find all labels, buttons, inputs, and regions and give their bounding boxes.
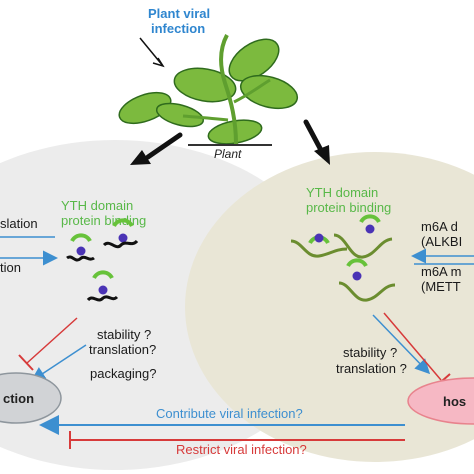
plant-label: Plant xyxy=(214,147,242,161)
right-m6a-bottom-line1: m6A m xyxy=(421,264,461,279)
plant-pointer-arrow-head xyxy=(152,57,165,68)
right-m6a-bottom-line2: (METT xyxy=(421,279,461,294)
right-effect-translation: translation ? xyxy=(336,361,407,376)
arrow-down-left-icon xyxy=(130,132,183,165)
rna-strand-icon xyxy=(290,233,348,258)
plant-leaf xyxy=(228,38,280,82)
left-fragment-top: slation xyxy=(0,216,38,231)
rna-strand-icon xyxy=(338,258,396,302)
plant-pointer-arrow xyxy=(139,37,164,67)
plant-stem xyxy=(182,114,229,122)
right-ytho-line2: protein binding xyxy=(306,200,391,215)
plant-leaf xyxy=(239,74,299,110)
restrict-viral-infection-label: Restrict viral infection? xyxy=(176,442,307,457)
right-ytho-line1: YTH domain xyxy=(306,185,378,200)
left-red-inhibit xyxy=(26,317,78,364)
ytho-protein-icon xyxy=(86,270,119,302)
right-oval-label: hos xyxy=(443,394,466,409)
left-oval-label: ction xyxy=(3,391,34,406)
arrow-down-right-icon xyxy=(303,119,330,165)
right-m6a-top-line1: m6A d xyxy=(421,219,458,234)
rna-strand-icon xyxy=(333,214,393,259)
left-effect-stability: stability ? xyxy=(97,327,151,342)
right-effect-stability: stability ? xyxy=(343,345,397,360)
right-m6a-top-line2: (ALKBI xyxy=(421,234,462,249)
plant-viral-infection-title-line1: Plant viral xyxy=(148,6,210,21)
ytho-protein-icon xyxy=(102,218,139,249)
ytho-protein-icon xyxy=(66,233,95,262)
right-host-oval xyxy=(407,377,474,425)
left-effect-translation: translation? xyxy=(89,342,156,357)
left-ytho-line1: YTH domain xyxy=(61,198,133,213)
left-host-oval xyxy=(0,372,62,424)
plant-viral-infection-title-line2: infection xyxy=(151,21,205,36)
plant-stem xyxy=(219,34,238,145)
left-effect-packaging: packaging? xyxy=(90,366,157,381)
plant-leaf xyxy=(173,67,237,103)
right-panel-bg xyxy=(185,152,474,462)
left-fragment-mid: tion xyxy=(0,260,21,275)
plant-leaf xyxy=(155,102,205,128)
left-blue-down-arrow xyxy=(30,344,87,382)
left-ytho-line2: protein binding xyxy=(61,213,146,228)
right-red-inhibit xyxy=(383,312,442,381)
contribute-viral-infection-label: Contribute viral infection? xyxy=(156,406,303,421)
right-blue-down-arrow xyxy=(372,314,431,375)
plant-stem xyxy=(233,78,271,104)
plant-illustration xyxy=(118,34,299,146)
plant-leaf xyxy=(118,91,172,125)
